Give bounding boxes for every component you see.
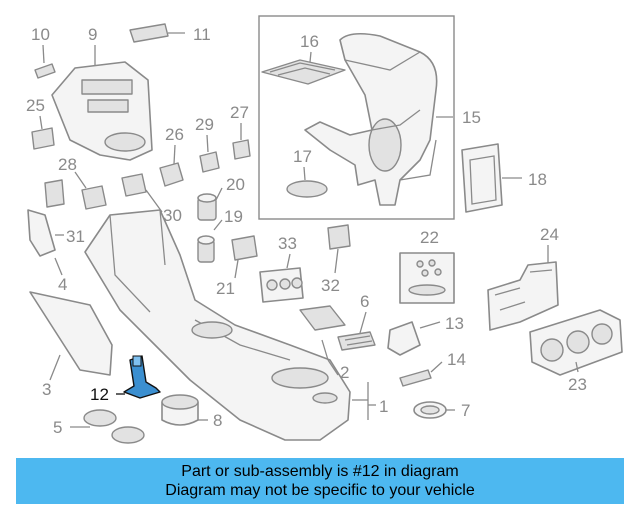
part-31: [27, 209, 56, 257]
part-24: [487, 261, 559, 331]
callout-9: 9: [88, 25, 97, 44]
part-knob: [44, 179, 65, 208]
armrest-inset-frame: [258, 15, 455, 220]
callout-17: 17: [293, 147, 312, 166]
callout-26: 26: [165, 125, 184, 144]
part-22: [399, 252, 455, 304]
banner-line-2: Diagram may not be specific to your vehi…: [165, 482, 475, 499]
part-26: [159, 162, 184, 187]
callout-3: 3: [42, 380, 51, 399]
callout-27: 27: [230, 103, 249, 122]
callout-23: 23: [568, 375, 587, 394]
part-7: [413, 401, 447, 419]
callout-22: 22: [420, 228, 439, 247]
callout-21: 21: [216, 279, 235, 298]
callout-18: 18: [528, 170, 547, 189]
callout-8: 8: [213, 411, 222, 430]
part-23: [529, 309, 623, 376]
callout-5: 5: [53, 418, 62, 437]
callout-16: 16: [300, 32, 319, 51]
callout-24: 24: [540, 225, 559, 244]
part-10: [34, 63, 56, 79]
callout-6: 6: [360, 292, 369, 311]
part-21: [231, 235, 258, 261]
callout-15: 15: [462, 108, 481, 127]
part-5: [83, 409, 145, 444]
banner-line-1: Part or sub-assembly is #12 in diagram: [181, 463, 459, 480]
callout-10: 10: [31, 25, 50, 44]
part-3: [29, 291, 113, 376]
callout-32: 32: [321, 276, 340, 295]
callout-11: 11: [193, 25, 211, 44]
part-19: [197, 235, 215, 263]
callout-19: 19: [224, 207, 243, 226]
callout-31: 31: [66, 227, 85, 246]
callout-14: 14: [447, 350, 466, 369]
part-14: [399, 369, 432, 387]
info-banner: Part or sub-assembly is #12 in diagram D…: [16, 458, 624, 504]
part-6: [337, 331, 376, 351]
part-13: [387, 321, 421, 356]
callout-30: 30: [163, 206, 182, 225]
parts-diagram: 15 16 17 18 9 10 11 25 26 29 27 28 30 31: [26, 15, 623, 444]
part-29: [199, 151, 220, 173]
armrest-insert-17: [286, 180, 328, 198]
part-33: [259, 267, 304, 303]
part-12-highlighted: [123, 355, 161, 399]
part-9-bezel: [51, 61, 153, 161]
armrest-assembly: [304, 32, 438, 206]
callout-12: 12: [90, 385, 109, 404]
callout-33: 33: [278, 234, 297, 253]
part-32: [327, 224, 351, 250]
callout-29: 29: [195, 115, 214, 134]
callout-1: 1: [379, 397, 388, 416]
part-28: [81, 185, 107, 210]
callout-4: 4: [58, 275, 67, 294]
part-11: [129, 23, 169, 43]
part-20: [197, 193, 217, 221]
callout-20: 20: [226, 175, 245, 194]
callout-7: 7: [461, 401, 470, 420]
part-27: [232, 139, 251, 160]
part-30: [121, 173, 147, 197]
part-8: [161, 394, 199, 426]
part-1-console: [84, 209, 351, 441]
callout-28: 28: [58, 155, 77, 174]
callout-25: 25: [26, 96, 45, 115]
callout-2: 2: [340, 363, 349, 382]
part-25: [31, 127, 55, 150]
armrest-mat: [261, 59, 346, 85]
callout-13: 13: [445, 314, 464, 333]
